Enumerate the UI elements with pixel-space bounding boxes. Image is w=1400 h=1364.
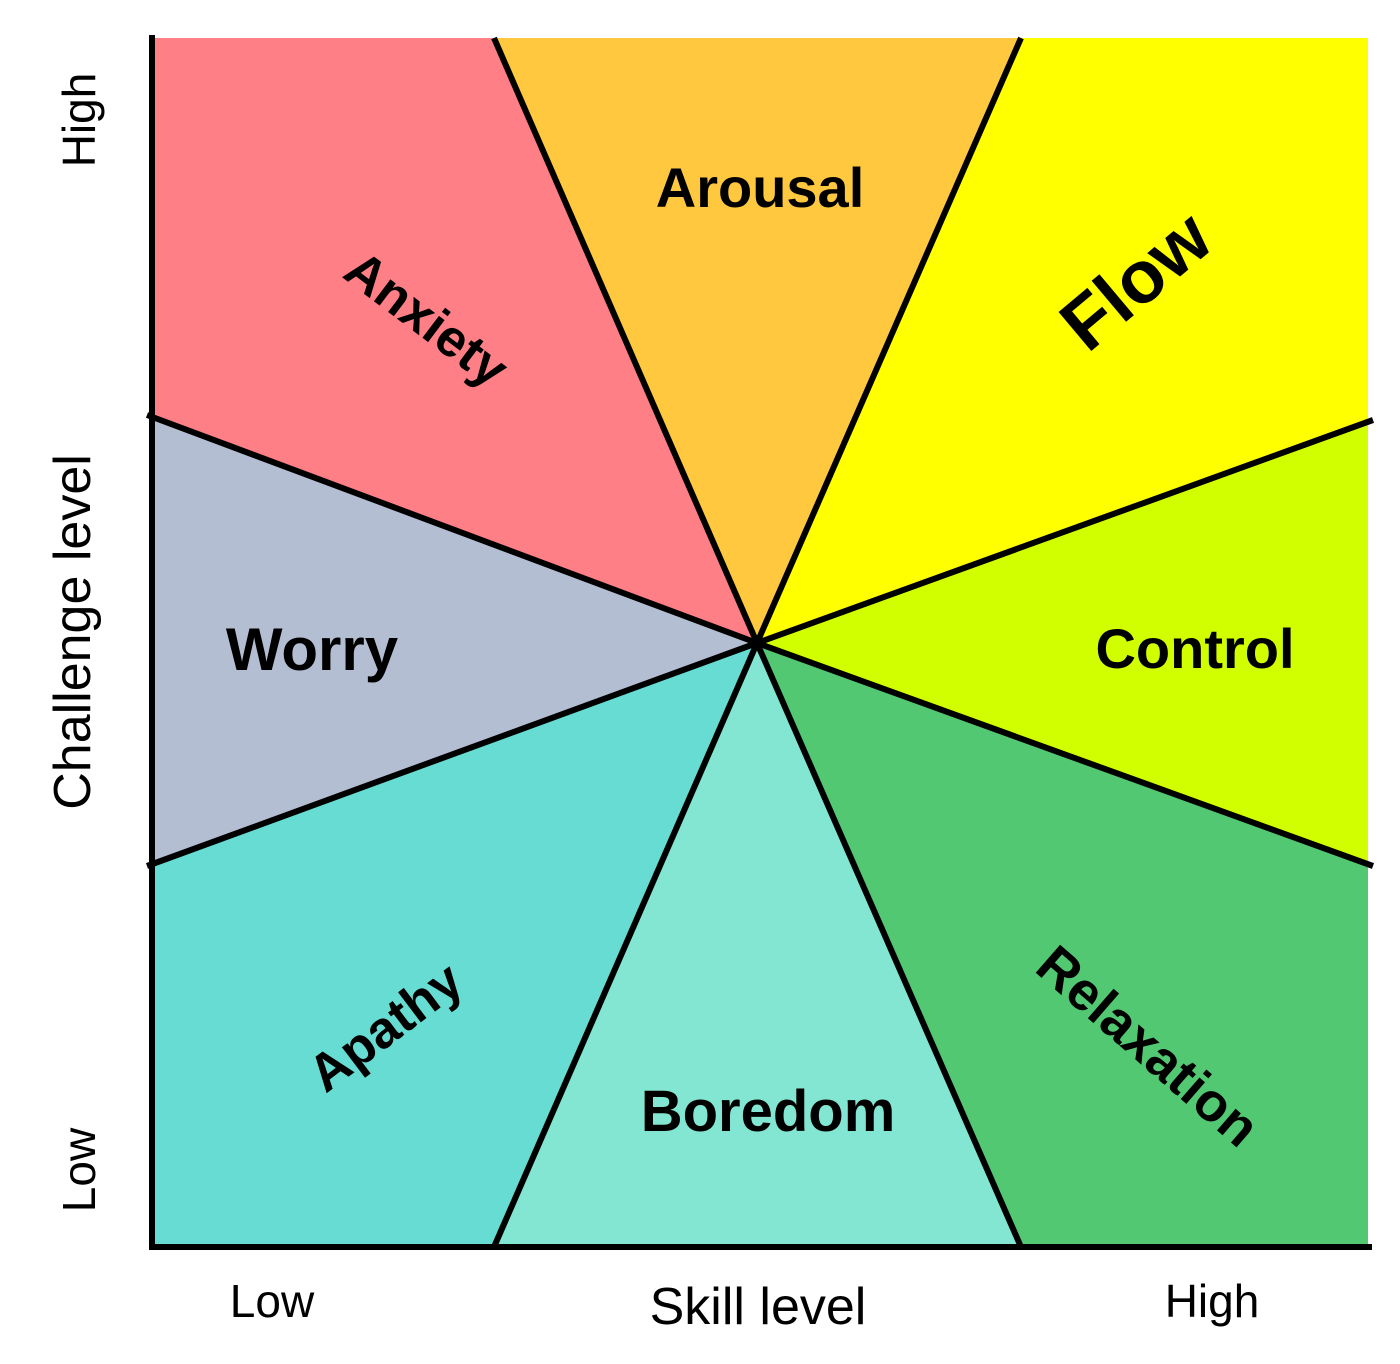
- divider-line: [755, 640, 1375, 869]
- divider-line: [491, 641, 760, 1249]
- arousal-region: [494, 38, 1021, 643]
- boredom-label: Boredom: [641, 1079, 896, 1144]
- y-axis-low-label: Low: [53, 1127, 105, 1212]
- worry-region: [152, 415, 757, 866]
- x-axis-high-label: High: [1165, 1275, 1260, 1327]
- divider-line: [145, 412, 759, 646]
- axes: [149, 35, 1372, 1250]
- control-label: Control: [1095, 617, 1294, 680]
- divider-line: [491, 36, 760, 645]
- worry-label: Worry: [226, 616, 399, 683]
- x-axis-low-label: Low: [230, 1275, 315, 1327]
- control-region: [757, 420, 1368, 866]
- arousal-label: Arousal: [656, 156, 865, 219]
- divider-line: [754, 641, 1024, 1249]
- boredom-region: [494, 643, 1021, 1247]
- divider-line: [755, 417, 1375, 646]
- relaxation-region: [757, 643, 1368, 1247]
- y-axis-high-label: High: [53, 73, 105, 168]
- divider-lines: [145, 36, 1375, 1249]
- flow-region: [757, 38, 1368, 643]
- divider-line: [145, 640, 759, 869]
- anxiety-region: [152, 38, 757, 643]
- divider-line: [754, 36, 1024, 645]
- x-axis-title: Skill level: [650, 1278, 867, 1336]
- apathy-region: [152, 643, 757, 1247]
- y-axis-title: Challenge level: [44, 454, 102, 810]
